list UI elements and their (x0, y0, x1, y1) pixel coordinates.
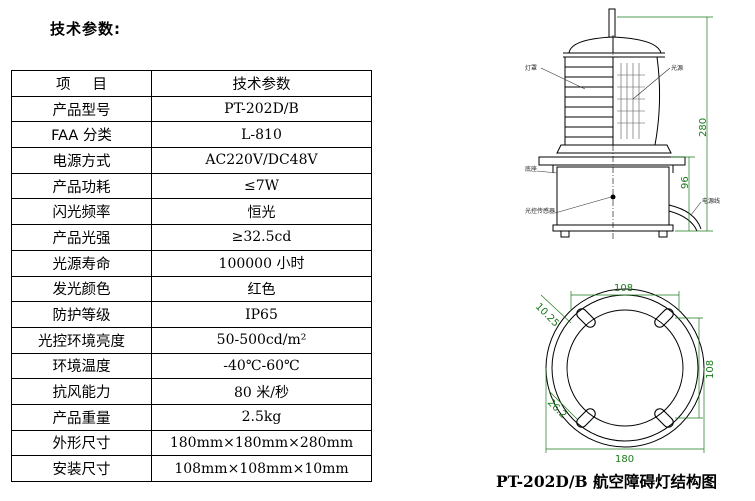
spec-header-label: 项目 (11, 70, 152, 97)
spec-label: 产品光强 (11, 224, 152, 251)
spec-label: 安装尺寸 (11, 455, 152, 482)
dim-right-108: 108 (705, 360, 716, 379)
section-heading: 技术参数: (50, 20, 121, 38)
spec-table-header-row: 项目 技术参数 (11, 70, 372, 97)
spec-value: ≤7W (151, 172, 372, 200)
outer-circle (545, 288, 705, 448)
plan-dimensions (540, 291, 705, 453)
spec-value: 2.5kg (151, 403, 372, 431)
dim-top-108: 108 (614, 283, 633, 294)
spec-value: 80 米/秒 (151, 378, 372, 405)
callout-light-sensor: 光控传感器 (525, 207, 555, 215)
spec-label: FAA 分类 (11, 121, 152, 149)
power-cable (668, 204, 702, 230)
dim-slot: 26.2 (545, 397, 569, 421)
spec-table-row: 产品光强≥32.5cd (11, 224, 372, 251)
dim-height-base: 96 (680, 176, 691, 189)
spec-value: ≥32.5cd (151, 224, 372, 251)
spec-label: 产品功耗 (11, 172, 152, 200)
spec-label: 产品型号 (11, 95, 152, 123)
flange-plate (538, 156, 686, 166)
spec-value: 180mm×180mm×280mm (151, 429, 372, 457)
dim-height-total: 280 (698, 118, 709, 137)
lamp-fins (565, 66, 613, 138)
spec-label: 产品重量 (11, 403, 152, 431)
spec-value: IP65 (151, 301, 372, 328)
structure-drawing: 灯罩 光源 底座 光控传感器 电源线 280 96 1 (525, 8, 720, 465)
led-grid (617, 63, 645, 139)
lampshade-right (612, 56, 661, 146)
spec-value: PT-202D/B (151, 95, 372, 123)
height-dimensions (617, 16, 713, 232)
spec-label: 环境温度 (11, 352, 152, 380)
dome-left (568, 36, 614, 54)
spec-value: L-810 (151, 121, 372, 149)
plan-view (545, 288, 705, 448)
spec-table-row: 产品功耗≤7W (11, 172, 372, 200)
callout-lampshade: 灯罩 (525, 64, 537, 72)
spec-header-value: 技术参数 (151, 70, 372, 97)
callout-leaders (536, 67, 702, 216)
spec-label: 外形尺寸 (11, 429, 152, 457)
spec-value: 红色 (151, 275, 372, 303)
spec-label: 光控环境亮度 (11, 326, 152, 354)
spec-table-row: 环境温度-40℃-60℃ (11, 352, 372, 380)
spec-label: 抗风能力 (11, 378, 152, 405)
spec-label: 防护等级 (11, 301, 152, 328)
callout-power-cable: 电源线 (702, 197, 720, 205)
callout-base: 底座 (525, 165, 537, 173)
mounting-slots (576, 308, 674, 428)
spec-table-row: 发光颜色红色 (11, 275, 372, 303)
spec-value: AC220V/DC48V (151, 147, 372, 174)
spec-label: 发光颜色 (11, 275, 152, 303)
spec-value: 108mm×108mm×10mm (151, 455, 372, 482)
dim-diameter-180: 180 (615, 454, 634, 465)
dome-right (612, 36, 662, 54)
inner-circle (566, 309, 684, 427)
drawing-caption: PT-202D/B 航空障碍灯结构图 (496, 472, 718, 491)
side-view (538, 8, 702, 239)
spec-value: 100000 小时 (151, 249, 372, 277)
dim-hole: 10.25 (533, 301, 561, 329)
callout-light-source: 光源 (671, 64, 683, 72)
lamp-housing-left (564, 56, 614, 146)
spec-value: 恒光 (151, 198, 372, 226)
spec-label: 闪光频率 (11, 198, 152, 226)
spec-label: 电源方式 (11, 147, 152, 174)
spec-value: 50-500cd/m² (151, 326, 372, 354)
spec-label: 光源寿命 (11, 249, 152, 277)
spec-value: -40℃-60℃ (151, 352, 372, 380)
antenna-rod (608, 8, 616, 38)
spec-table-row: 闪光频率恒光 (11, 198, 372, 226)
